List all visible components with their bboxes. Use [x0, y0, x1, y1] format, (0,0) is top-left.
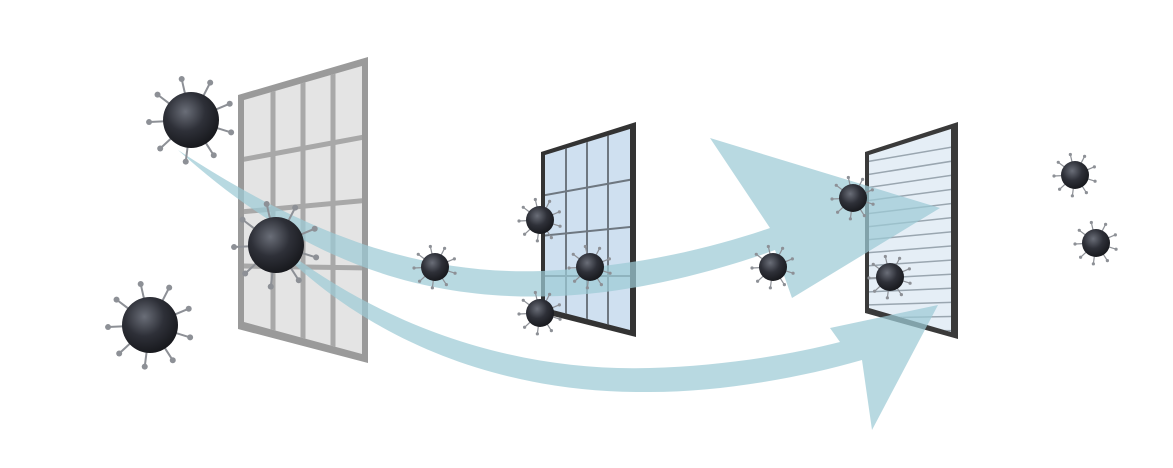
virus-icon — [567, 244, 612, 290]
virus-icon — [412, 244, 457, 290]
virus-icon — [517, 197, 562, 243]
virus-icon — [867, 254, 912, 300]
virus-icon — [830, 175, 875, 221]
filter-lamella — [869, 173, 951, 189]
virus-icon — [231, 201, 320, 290]
filter-lamella — [869, 258, 951, 267]
virus-icon — [146, 76, 235, 165]
filter-lamella — [869, 159, 951, 176]
lower-flow-arrow — [262, 232, 938, 430]
filter-lamella — [869, 145, 951, 163]
virus-particles — [105, 76, 1118, 370]
virus-icon — [105, 281, 194, 370]
virus-icon — [1052, 152, 1097, 198]
filter-lamella — [869, 301, 951, 306]
filter-lamella — [869, 287, 951, 293]
virus-icon — [517, 290, 562, 336]
airflow-arrows — [178, 138, 940, 430]
virus-icon — [1073, 220, 1118, 266]
virus-icon — [750, 244, 795, 290]
upper-flow-arrow — [178, 138, 940, 298]
filter-lamella — [869, 244, 951, 254]
